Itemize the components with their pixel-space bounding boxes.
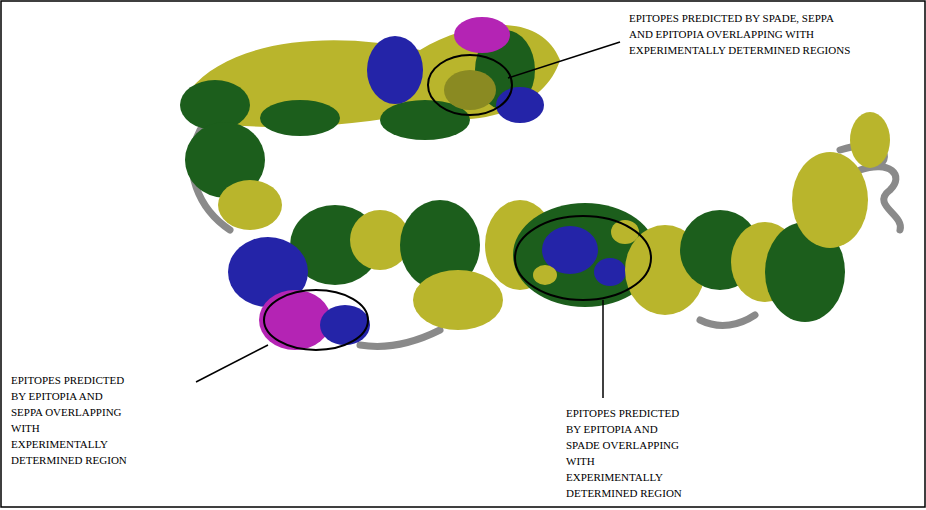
callout-text: EPITOPES PREDICTED BY EPITOPIA AND SPADE…	[565, 405, 689, 501]
callout-text: EPITOPES PREDICTED BY SPADE, SEPPA AND E…	[628, 10, 855, 58]
callout-text: EPITOPES PREDICTED BY EPITOPIA AND SEPPA…	[10, 372, 134, 468]
